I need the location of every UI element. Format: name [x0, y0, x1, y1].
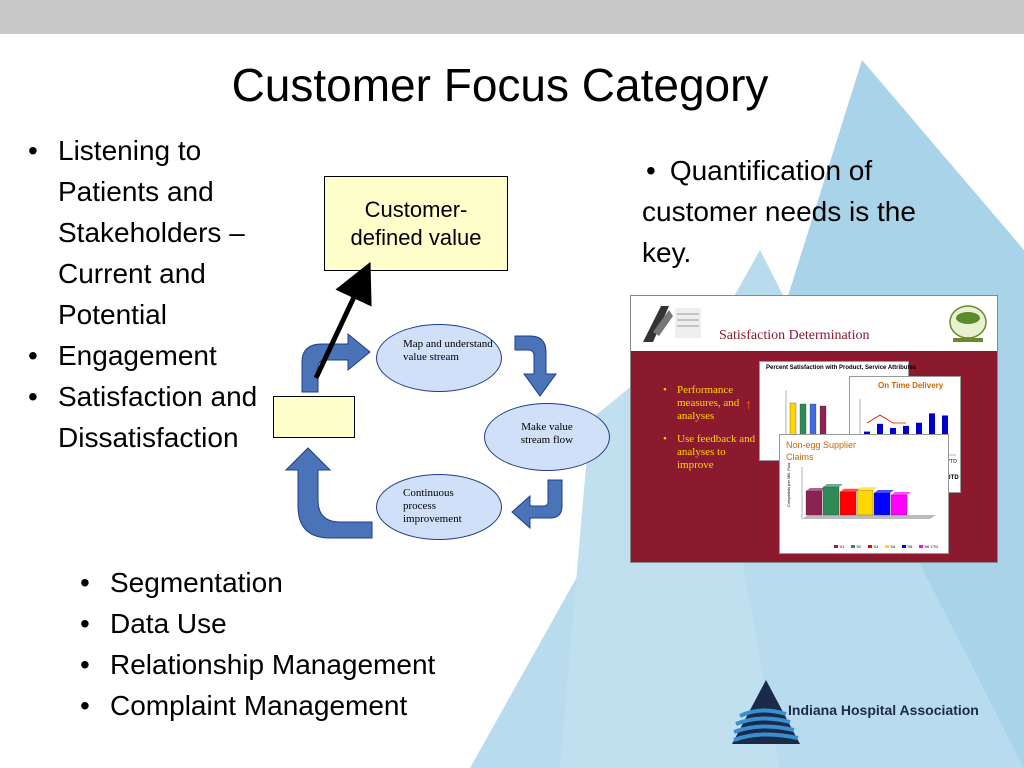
step-continuous-improvement: Continuous process improvement	[376, 474, 502, 540]
slide-title: Customer Focus Category	[231, 59, 769, 111]
arrow-curve-icon	[284, 447, 373, 539]
axis-label: Complaints per Mill. Pounds Produced	[786, 463, 791, 507]
trend-line	[866, 414, 906, 424]
step-map-value-stream: Map and understand value stream	[376, 324, 502, 392]
bottom-bullet-list: Segmentation Data Use Relationship Manag…	[70, 562, 530, 726]
arrow-up-icon	[313, 261, 372, 380]
up-arrow-icon: ↑	[745, 396, 752, 412]
quantification-bullet: •Quantification of customer needs is the…	[642, 150, 942, 273]
left-bullet-item: Engagement	[18, 335, 308, 376]
bar-top	[806, 488, 826, 491]
bar-top	[840, 488, 860, 492]
embedded-bullet-list: Performance measures, and analyses Use f…	[661, 384, 761, 482]
bottom-bullet-item: Complaint Management	[70, 685, 530, 726]
bar	[890, 494, 908, 516]
chart-title: Non-egg Supplier Claims	[786, 440, 857, 462]
step-continuous-text: Continuous process improvement	[403, 487, 462, 525]
supplier-claims-plot: Complaints per Mill. Pounds Produced '01 '…	[786, 463, 938, 549]
bottom-bullet-item: Relationship Management	[70, 644, 530, 685]
step-make-flow: Make value stream flow	[484, 403, 610, 471]
customer-defined-value-box: Customer-defined value	[324, 176, 508, 271]
arrow-curve-icon	[514, 335, 557, 397]
chart-title: Percent Satisfaction with Product, Servi…	[766, 365, 917, 371]
arrow-curve-icon	[301, 332, 371, 393]
legend-swatch	[851, 545, 855, 548]
bar-top	[857, 487, 877, 491]
bottom-bullet-item: Data Use	[70, 603, 530, 644]
chart-floor	[802, 515, 936, 519]
award-logo-icon	[643, 306, 701, 342]
bar	[822, 486, 840, 516]
legend-label: '03	[873, 544, 879, 549]
sunny-fresh-logo-icon	[949, 305, 987, 342]
bullet-glyph: •	[646, 155, 656, 186]
legend-swatch	[868, 545, 872, 548]
axis-label: OTD	[946, 475, 959, 481]
legend-label: '04	[890, 544, 896, 549]
legend-swatch	[834, 545, 838, 548]
embedded-slide-title: Satisfaction Determination	[719, 328, 870, 343]
arrow-curve-icon	[511, 479, 563, 530]
legend-swatch	[885, 545, 889, 548]
legend-label: '05	[907, 544, 913, 549]
supplier-claims-chart: Non-egg Supplier Claims Complaints per M…	[779, 434, 949, 554]
legend-label: '02	[856, 544, 862, 549]
bar	[856, 490, 874, 516]
legend-swatch	[919, 545, 923, 548]
bar-top	[891, 492, 911, 495]
legend-label: '01	[839, 544, 845, 549]
quantification-text: Quantification of customer needs is the …	[642, 155, 916, 268]
empty-box	[273, 396, 355, 438]
left-bullet-item: Listening to Patients and Stakeholders –…	[18, 130, 308, 335]
bar	[839, 491, 857, 516]
bar-top	[823, 484, 843, 487]
legend-label: '06 YTD	[924, 544, 938, 549]
embedded-slide: Satisfaction Determination Performance m…	[630, 295, 998, 563]
bar	[873, 492, 891, 516]
step-make-flow-text: Make value stream flow	[520, 421, 574, 446]
bottom-bullet-item: Segmentation	[70, 562, 530, 603]
legend-swatch	[902, 545, 906, 548]
iha-logo-text: Indiana Hospital Association	[788, 702, 979, 718]
embedded-bullet-item: Performance measures, and analyses	[661, 384, 761, 423]
bar-top	[874, 490, 894, 493]
left-bullet-item: Satisfaction and Dissatisfaction	[18, 376, 308, 458]
left-bullet-list: Listening to Patients and Stakeholders –…	[18, 130, 308, 458]
iha-logo-icon	[732, 680, 800, 744]
embedded-bullet-item: Use feedback and analyses to improve	[661, 433, 761, 472]
bar	[805, 490, 823, 516]
chart-title: On Time Delivery	[878, 381, 944, 390]
